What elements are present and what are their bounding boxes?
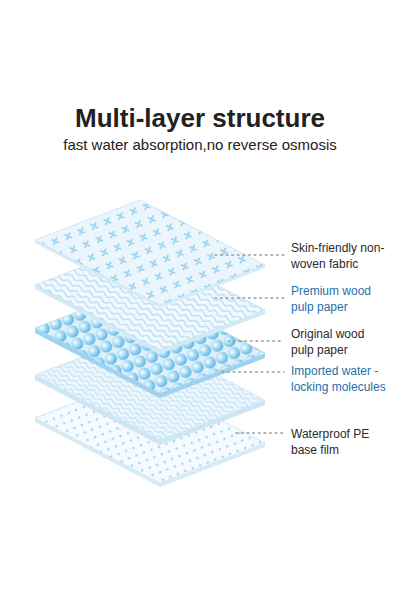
- non-woven-layer: [35, 200, 265, 308]
- layer-label: Waterproof PE base film: [291, 426, 391, 458]
- title: Multi-layer structure: [10, 103, 390, 133]
- leader-lines: [215, 255, 284, 433]
- leader-line: [215, 297, 284, 299]
- layer-label: Imported water - locking molecules: [291, 363, 395, 395]
- layer-label: Premium wood pulp paper: [291, 283, 391, 315]
- layer-label: Skin-friendly non-woven fabric: [291, 240, 391, 272]
- leader-line: [236, 432, 284, 434]
- leader-line: [215, 254, 284, 256]
- leader-line: [222, 371, 284, 373]
- layer-label: Original wood pulp paper: [291, 326, 385, 358]
- subtitle: fast water absorption,no reverse osmosis: [10, 135, 390, 154]
- leader-line: [228, 340, 284, 342]
